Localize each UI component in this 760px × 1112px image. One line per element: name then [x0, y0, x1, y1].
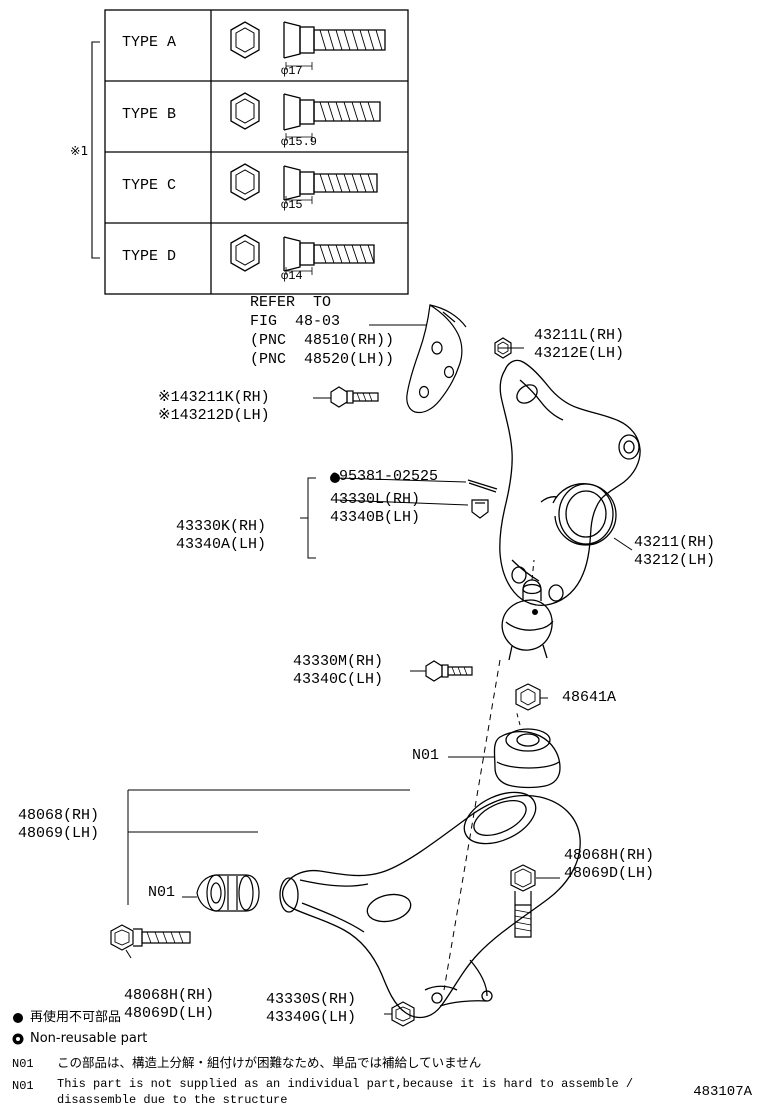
- bolt-type-c: [230, 163, 378, 204]
- arm-front-bushing: [196, 874, 260, 912]
- callout-43330K: 43330K(RH) 43340A(LH): [176, 518, 267, 553]
- note-code-en: N01: [12, 1079, 34, 1093]
- types-table-marker: ※1: [70, 143, 89, 158]
- speed-sensor-clip: [467, 479, 498, 519]
- callout-48068H-left: 48068H(RH) 48069D(LH): [124, 987, 215, 1022]
- bolt-type-b: [230, 92, 381, 141]
- arm-rear-bolt: [510, 864, 536, 938]
- callout-48068H-right: 48068H(RH) 48069D(LH): [564, 847, 655, 882]
- bolt-type-d: [230, 234, 375, 275]
- arm-rear-bushing: [493, 728, 561, 789]
- callout-43330M: 43330M(RH) 43340C(LH): [293, 653, 384, 688]
- callout-95381: ●95381-02525: [330, 468, 439, 485]
- callout-43211L: 43211L(RH) 43212E(LH): [534, 327, 625, 362]
- callout-48641A: 48641A: [562, 689, 617, 706]
- refer-to-line-4: (PNC 48520(LH)): [250, 351, 395, 368]
- type-row-label-2: TYPE C: [122, 177, 177, 194]
- type-dia-2: φ15: [281, 198, 303, 212]
- ball-joint-nut: [391, 1001, 415, 1027]
- lower-ball-joint: [501, 579, 554, 661]
- type-row-label-3: TYPE D: [122, 248, 177, 265]
- callout-43211K: ※143211K(RH) ※143212D(LH): [158, 389, 270, 424]
- type-dia-0: φ17: [281, 64, 303, 78]
- knuckle-pinch-bolt: [330, 386, 379, 408]
- diagram-code: 483107A: [693, 1084, 752, 1100]
- type-dia-3: φ14: [281, 269, 303, 283]
- arm-front-bolt: [110, 924, 191, 951]
- note-code-jp: N01: [12, 1057, 34, 1071]
- refer-to-line-2: FIG 48-03: [250, 313, 341, 330]
- type-dia-1: φ15.9: [281, 135, 318, 149]
- bolt-type-a: [230, 21, 386, 70]
- steering-knuckle-part: [499, 359, 641, 607]
- callout-n01-rear: N01: [412, 747, 440, 764]
- dust-shield-part: [406, 303, 467, 414]
- ball-joint-bolt: [425, 660, 473, 682]
- note-text-en: This part is not supplied as an individu…: [57, 1077, 634, 1107]
- refer-to-line-1: REFER TO: [250, 294, 332, 311]
- bushing-nut: [515, 683, 541, 711]
- callout-43330L: 43330L(RH) 43340B(LH): [330, 491, 421, 526]
- knuckle-upper-bolt: [494, 337, 512, 359]
- type-row-label-1: TYPE B: [122, 106, 177, 123]
- callout-n01-front: N01: [148, 884, 176, 901]
- type-row-label-0: TYPE A: [122, 34, 177, 51]
- legend-text-jp: 再使用不可部品: [30, 1010, 122, 1025]
- lower-control-arm: [279, 791, 581, 1019]
- refer-to-line-3: (PNC 48510(RH)): [250, 332, 395, 349]
- callout-48068: 48068(RH) 48069(LH): [18, 807, 100, 842]
- note-text-jp: この部品は、構造上分解・組付けが困難なため、単品では補給していません: [57, 1055, 482, 1070]
- callout-43211: 43211(RH) 43212(LH): [634, 534, 716, 569]
- callout-43330S: 43330S(RH) 43340G(LH): [266, 991, 357, 1026]
- legend-text-en: Non-reusable part: [30, 1031, 148, 1046]
